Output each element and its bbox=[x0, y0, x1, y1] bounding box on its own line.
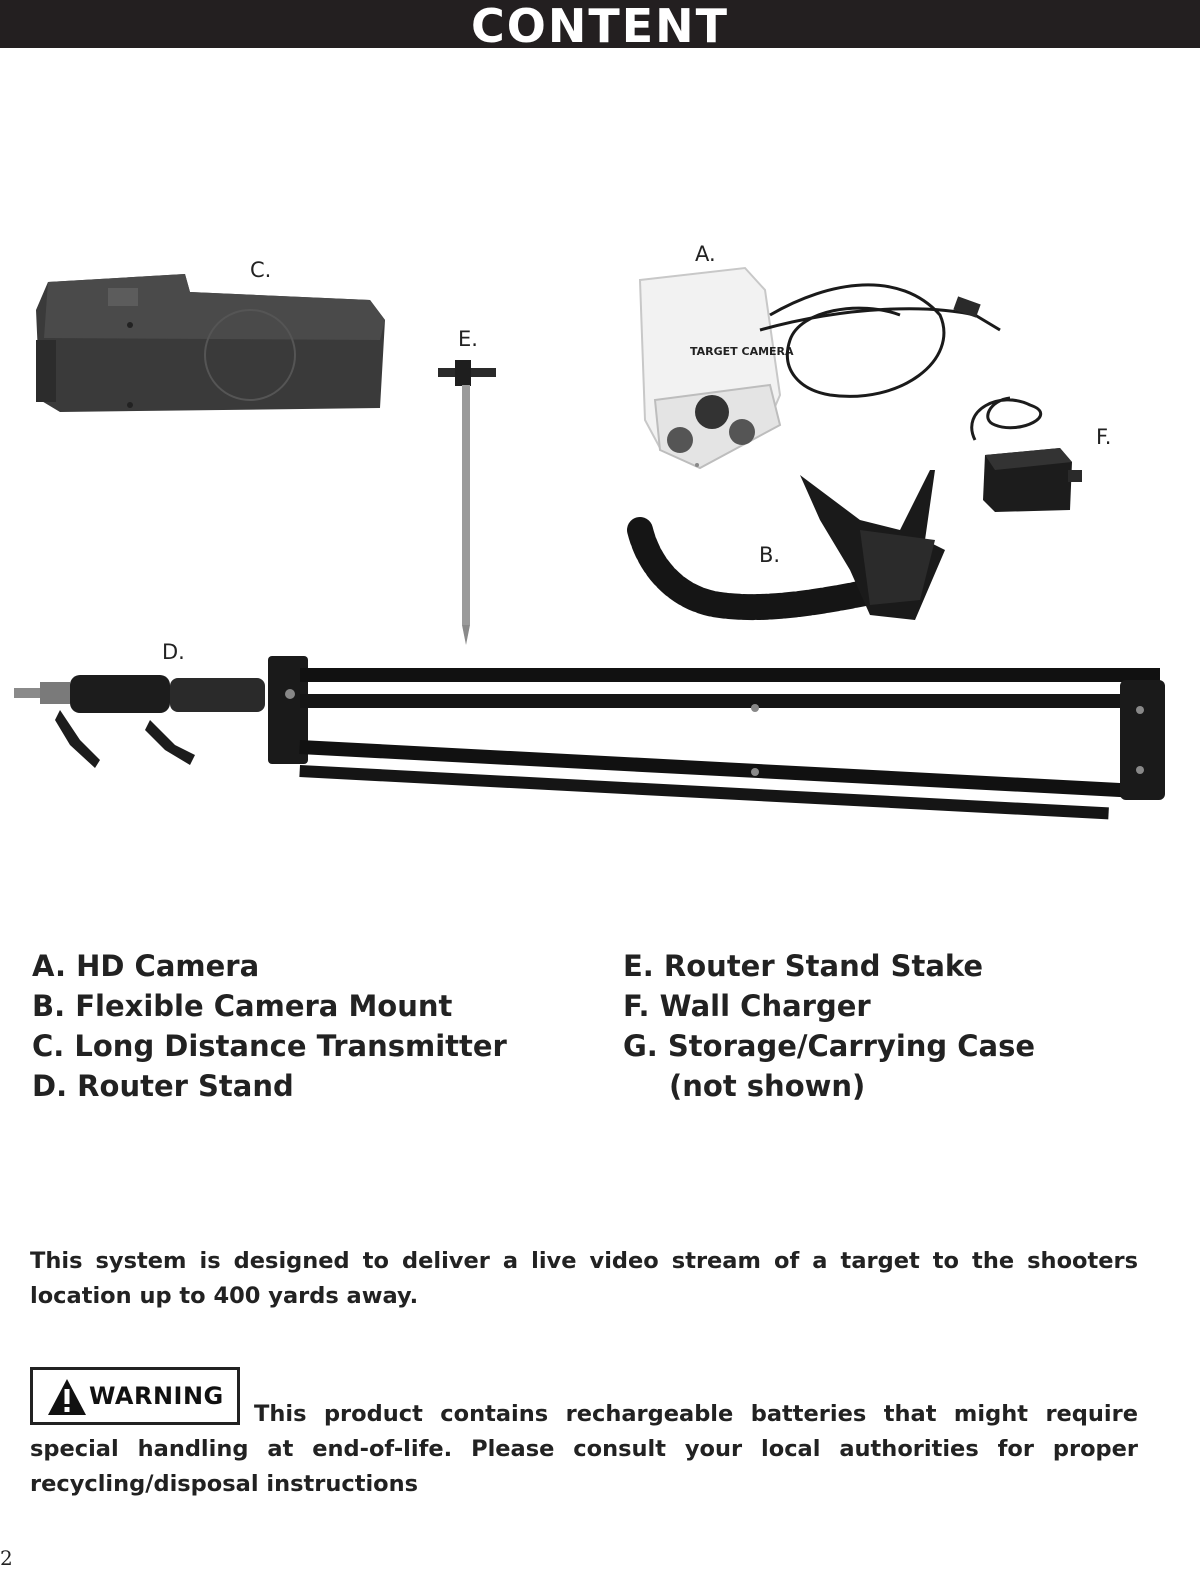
callout-c: C. bbox=[250, 258, 272, 282]
legend-left: A. HD Camera B. Flexible Camera Mount C.… bbox=[32, 946, 507, 1106]
legend-right: E. Router Stand Stake F. Wall Charger G.… bbox=[623, 946, 1035, 1106]
callout-d: D. bbox=[162, 640, 185, 664]
charger-illustration bbox=[970, 396, 1082, 512]
legend-item-e: E. Router Stand Stake bbox=[623, 949, 984, 983]
warning-triangle-icon bbox=[48, 1379, 86, 1415]
svg-text:TARGET CAMERA: TARGET CAMERA bbox=[690, 345, 794, 358]
page-title: CONTENT bbox=[470, 0, 730, 53]
stake-illustration bbox=[438, 360, 496, 645]
warning-badge: WARNING bbox=[30, 1367, 240, 1425]
legend-item-g: G. Storage/Carrying Case bbox=[623, 1029, 1036, 1063]
legend-item-a: A. HD Camera bbox=[32, 949, 260, 983]
header-bar bbox=[0, 0, 1200, 48]
router-stand-illustration bbox=[14, 656, 1165, 820]
transmitter-illustration bbox=[36, 274, 385, 412]
legend-item-b: B. Flexible Camera Mount bbox=[32, 989, 453, 1023]
warning-label: WARNING bbox=[89, 1382, 224, 1410]
callout-e: E. bbox=[458, 327, 478, 351]
legend-item-f: F. Wall Charger bbox=[623, 989, 871, 1023]
page-number: 2 bbox=[0, 1546, 13, 1570]
intro-paragraph: This system is designed to deliver a liv… bbox=[30, 1248, 1138, 1309]
product-photo: TARGET CAMERA bbox=[14, 266, 1165, 820]
camera-illustration: TARGET CAMERA bbox=[638, 266, 1001, 470]
callout-f: F. bbox=[1096, 425, 1112, 449]
legend-item-c: C. Long Distance Transmitter bbox=[32, 1029, 507, 1063]
legend-item-g-note: (not shown) bbox=[669, 1069, 866, 1103]
warning-text: This product contains rechargeable batte… bbox=[30, 1401, 1138, 1497]
legend-item-d: D. Router Stand bbox=[32, 1069, 294, 1103]
mount-illustration bbox=[627, 470, 945, 621]
callout-a: A. bbox=[695, 242, 716, 266]
callout-b: B. bbox=[759, 543, 781, 567]
